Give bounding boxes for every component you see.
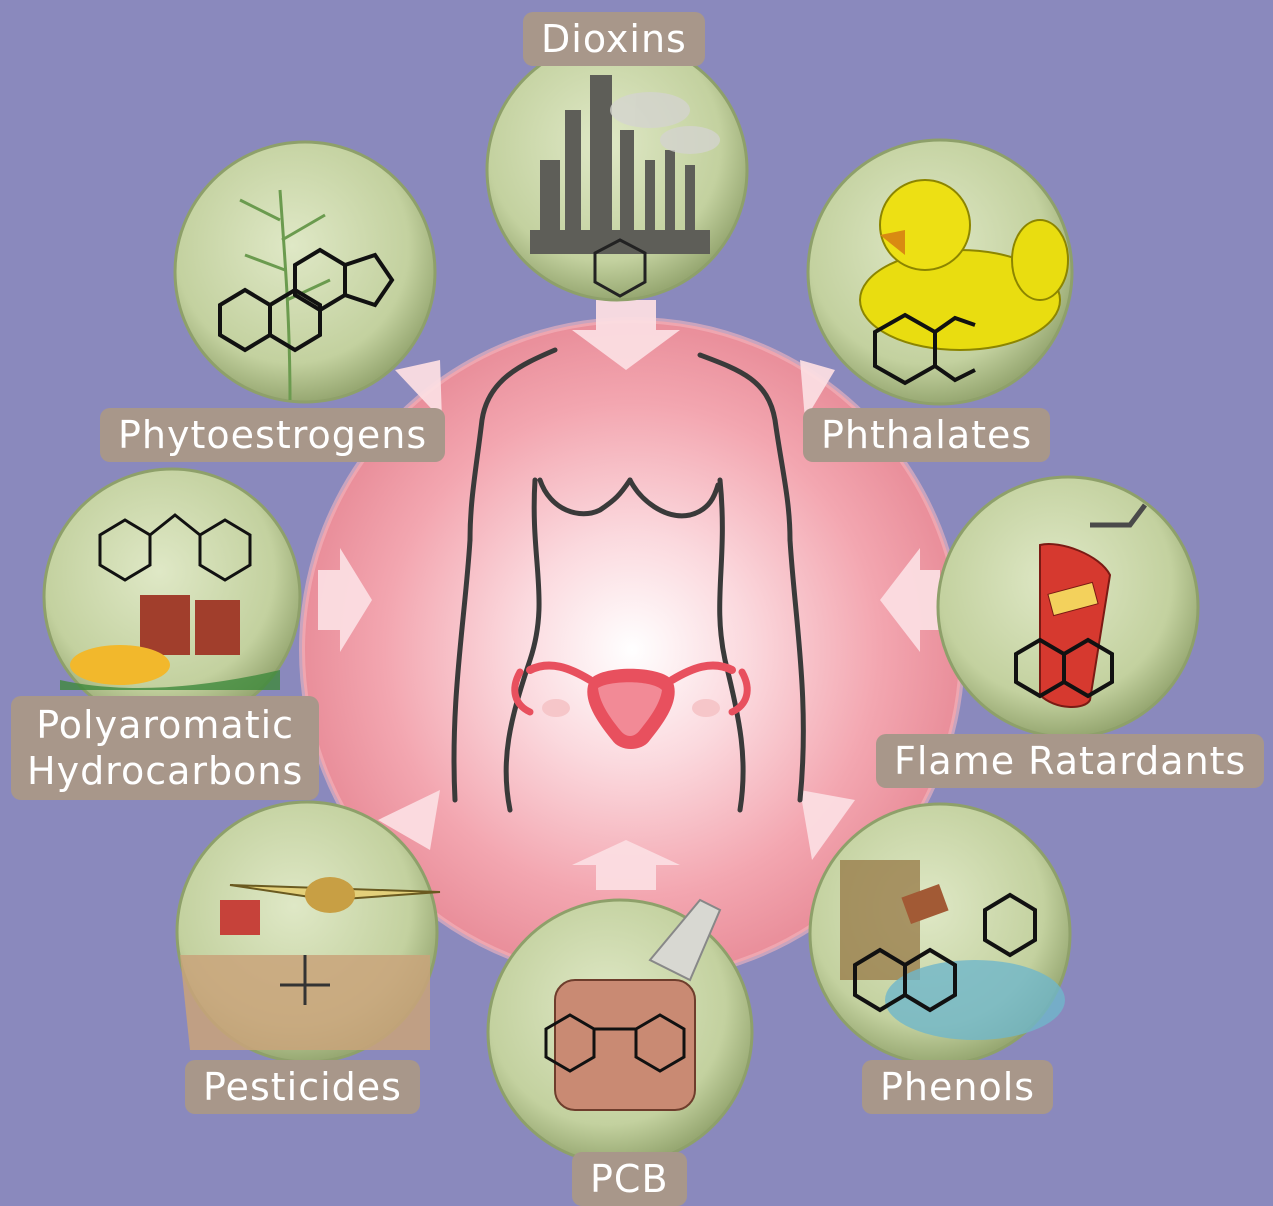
label-phenols: Phenols — [862, 1060, 1053, 1114]
phytoestrogens-circle — [175, 142, 435, 402]
source-dioxins — [487, 40, 747, 300]
dioxins-circle — [487, 40, 747, 300]
label-phthalates: Phthalates — [803, 408, 1050, 462]
label-dioxins: Dioxins — [523, 12, 705, 66]
label-flame-retardants: Flame Ratardants — [876, 734, 1264, 788]
label-phytoestrogens: Phytoestrogens — [100, 408, 445, 462]
source-pesticides — [177, 802, 440, 1062]
source-phytoestrogens — [175, 142, 435, 402]
source-phenols — [810, 804, 1070, 1064]
source-pah — [44, 469, 300, 725]
label-pah: Polyaromatic Hydrocarbons — [11, 696, 319, 800]
label-pesticides: Pesticides — [185, 1060, 420, 1114]
label-pah-line-1: Polyaromatic — [27, 702, 303, 748]
label-pcb: PCB — [572, 1152, 687, 1206]
source-flame-retardants — [938, 477, 1198, 737]
label-pah-line-2: Hydrocarbons — [27, 748, 303, 794]
source-pcb — [488, 900, 752, 1164]
source-phthalates — [808, 140, 1072, 404]
